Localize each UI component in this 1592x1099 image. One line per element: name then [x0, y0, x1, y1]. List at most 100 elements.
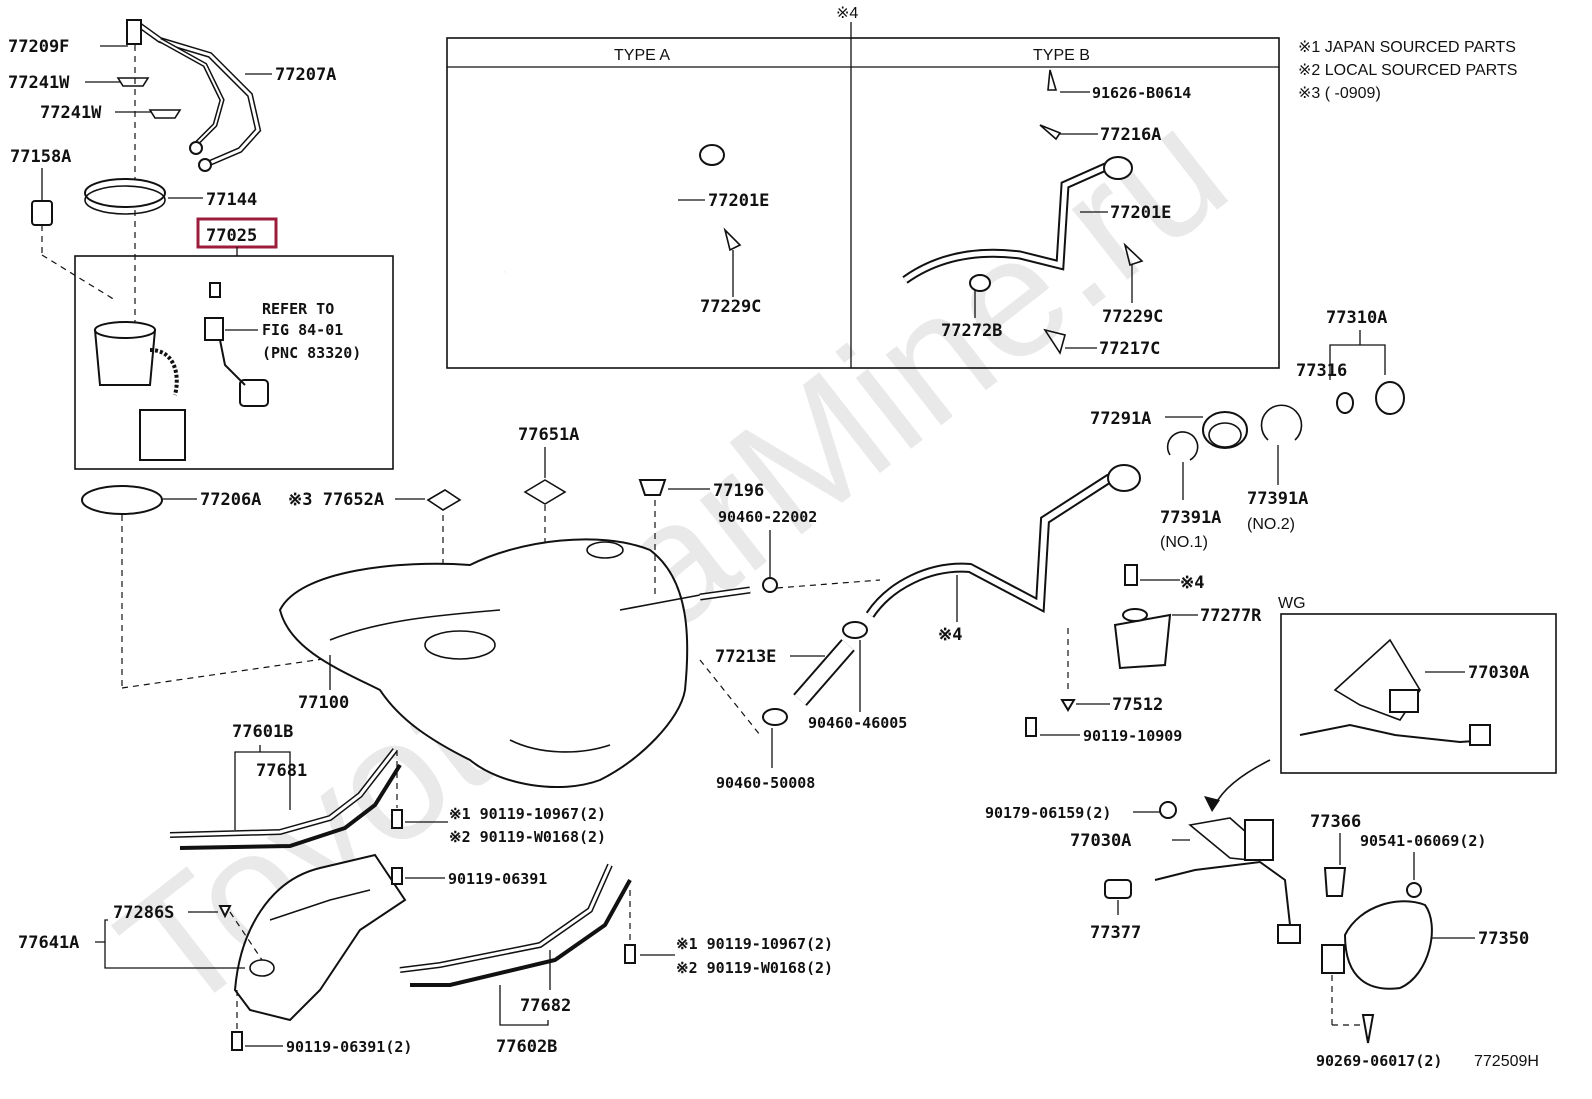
label-77652A: ※3 77652A [288, 490, 384, 510]
refer-note-line2: FIG 84-01 [262, 321, 343, 339]
label-77366: 77366 [1310, 812, 1361, 832]
fuel-door-hinge [1321, 944, 1345, 974]
clamp-x4 [1124, 564, 1138, 586]
label-77196: 77196 [713, 481, 764, 501]
hinge-77366 [1323, 867, 1347, 897]
footer-code: 772509H [1474, 1053, 1539, 1070]
label-77025[interactable]: 77025 [206, 226, 257, 246]
legend-local-sourced: ※2 LOCAL SOURCED PARTS [1298, 62, 1517, 79]
label-77030A-wg: 77030A [1468, 663, 1529, 683]
wg-subassembly [1280, 613, 1557, 774]
label-77277R: 77277R [1200, 606, 1262, 626]
label-77217C: 77217C [1099, 339, 1160, 359]
label-77602B: 77602B [496, 1037, 557, 1057]
gasket-77316 [1336, 392, 1354, 414]
label-90119-10967-a: ※1 90119-10967(2) [449, 805, 606, 823]
label-77681: 77681 [256, 761, 307, 781]
legend-japan-sourced: ※1 JAPAN SOURCED PARTS [1298, 39, 1516, 56]
label-x4-hose: ※4 [938, 625, 962, 645]
label-77651A: 77651A [518, 425, 579, 445]
label-90460-46005: 90460-46005 [808, 714, 907, 732]
label-77350: 77350 [1478, 929, 1529, 949]
label-77641A: 77641A [18, 933, 79, 953]
label-77216A: 77216A [1100, 125, 1161, 145]
tank-protector-77641A [233, 853, 407, 1022]
tank-band-77601B [169, 748, 402, 850]
label-77291A: 77291A [1090, 409, 1151, 429]
bolt-90119-10967-b [624, 944, 636, 964]
label-77229C-type-b: 77229C [1102, 307, 1163, 327]
label-77030A-detail: 77030A [1070, 831, 1131, 851]
refer-note-line3[interactable]: (PNC 83320) [262, 344, 361, 362]
clip-77512 [1060, 699, 1076, 712]
label-90119-06391-2: 90119-06391(2) [286, 1038, 412, 1056]
type-a-header: TYPE A [614, 47, 670, 64]
label-77286S: 77286S [113, 903, 174, 923]
arrow-to-detail [1214, 759, 1271, 806]
fuel-door-77350 [1343, 900, 1433, 990]
label-77272B: 77272B [941, 321, 1002, 341]
clip-77286S [218, 905, 232, 919]
label-77391A-no2-note: (NO.2) [1247, 516, 1295, 533]
label-77201E-type-b: 77201E [1110, 203, 1171, 223]
legend-date-range: ※3 ( -0909) [1298, 85, 1381, 102]
plug-77158A [31, 200, 53, 226]
label-90179-06159: 90179-06159(2) [985, 804, 1111, 822]
filler-pipe-type-a [503, 144, 742, 275]
label-77241W-upper: 77241W [8, 73, 70, 93]
type-comparison-box: TYPE A TYPE B [446, 37, 1280, 369]
label-77213E: 77213E [715, 647, 776, 667]
gasket-77391A-no2 [1260, 404, 1303, 441]
label-x4-clamp: ※4 [1180, 573, 1204, 593]
label-90119-W0168-b: ※2 90119-W0168(2) [676, 959, 833, 977]
grommet-77291A [1202, 411, 1248, 449]
bolt-90119-10967-a [391, 809, 403, 829]
label-90460-50008: 90460-50008 [716, 774, 815, 792]
label-77100: 77100 [298, 693, 349, 713]
refer-note-line1: REFER TO [262, 300, 334, 318]
label-77601B: 77601B [232, 722, 293, 742]
screw-90269-06017 [1361, 1014, 1375, 1044]
cushion-90541-06069 [1406, 882, 1422, 898]
label-90119-W0168-a: ※2 90119-W0168(2) [449, 828, 606, 846]
retainer-ring-77144 [84, 178, 166, 215]
housing-77277R [1113, 613, 1172, 670]
filler-neck-assembly [865, 464, 1141, 618]
fuel-line-assembly [116, 19, 262, 172]
label-77316: 77316 [1296, 361, 1347, 381]
nut-90179-06159 [1159, 801, 1177, 819]
clip-90460-46005 [842, 621, 868, 639]
bumper-77377 [1104, 879, 1132, 899]
label-90119-10909: 90119-10909 [1083, 727, 1182, 745]
label-77144: 77144 [206, 190, 257, 210]
gasket-77206A [81, 485, 163, 515]
label-90119-10967-b: ※1 90119-10967(2) [676, 935, 833, 953]
tank-band-77602B [399, 863, 632, 987]
label-77207A: 77207A [275, 65, 336, 85]
label-77158A: 77158A [10, 147, 71, 167]
label-90460-22002: 90460-22002 [718, 508, 817, 526]
label-77377: 77377 [1090, 923, 1141, 943]
label-90119-06391: 90119-06391 [448, 870, 547, 888]
label-77241W-lower: 77241W [40, 103, 102, 123]
label-77209F: 77209F [8, 37, 69, 57]
gasket-77391A-no1 [1166, 431, 1199, 461]
label-77682: 77682 [520, 996, 571, 1016]
label-77391A-no1: 77391A [1160, 508, 1221, 528]
label-90541-06069: 90541-06069(2) [1360, 832, 1486, 850]
label-77391A-no2: 77391A [1247, 489, 1308, 509]
bolt-90119-10909 [1025, 717, 1037, 737]
top-marker-note: ※4 [836, 5, 858, 22]
label-77391A-no1-note: (NO.1) [1160, 534, 1208, 551]
bolt-90119-06391 [391, 867, 403, 885]
filler-pipe-type-b [902, 69, 1144, 355]
bolt-90119-06391-2 [231, 1031, 243, 1051]
lock-actuator-77030A [1154, 817, 1301, 944]
seal-77652A [426, 489, 462, 511]
label-77512: 77512 [1112, 695, 1163, 715]
label-90269-06017: 90269-06017(2) [1316, 1052, 1442, 1070]
seal-77651A [523, 479, 567, 505]
wg-label: WG [1278, 595, 1306, 612]
label-91626-B0614: 91626-B0614 [1092, 84, 1191, 102]
